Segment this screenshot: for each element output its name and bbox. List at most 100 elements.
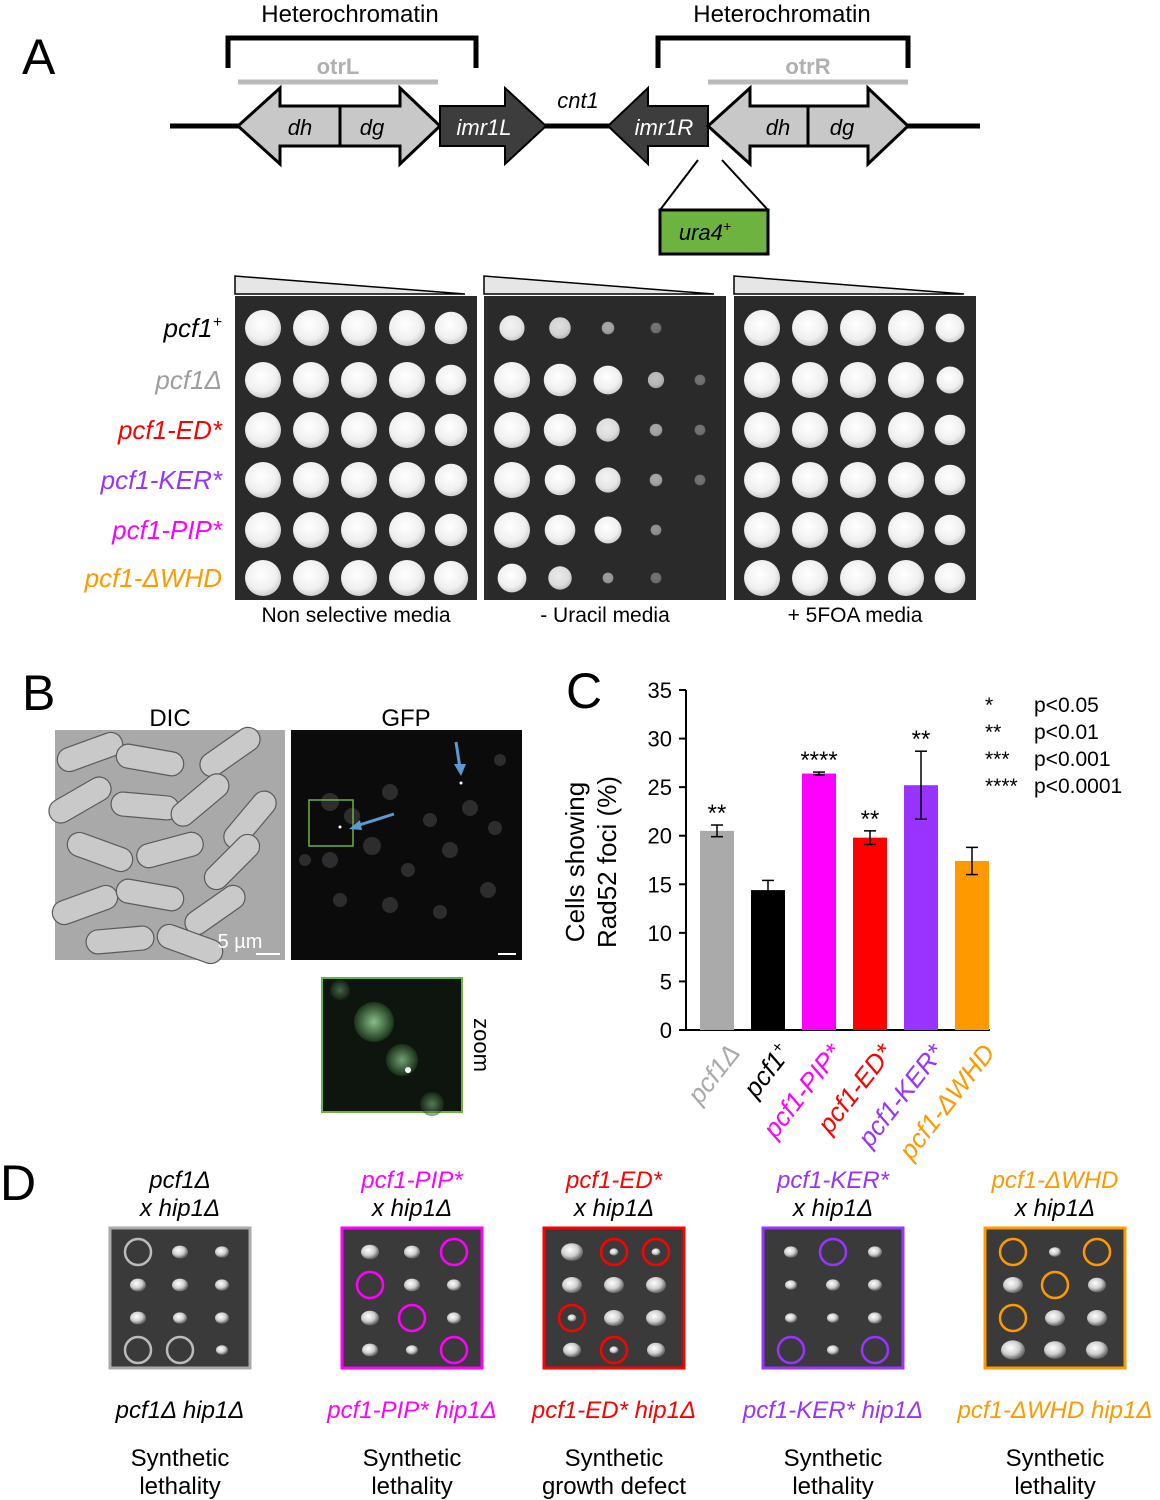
double-mutant-circle [1040,1270,1070,1300]
ura4-marker-box [658,208,770,256]
cross-mutant: pcf1-PIP* [360,1167,463,1194]
dic-image: 5 µm [48,726,285,965]
legend-pvalue: p<0.0001 [1034,775,1122,798]
tetrad-colony [827,1345,839,1355]
bar [700,830,734,1030]
colony-spot [840,310,876,346]
colony-spot [840,362,876,398]
tetrad-colony [404,1278,420,1292]
legend-pvalue: p<0.05 [1034,694,1099,717]
double-mutant-circle [818,1237,848,1267]
tetrad-colony [826,1279,840,1291]
gfp-nucleus [433,905,447,919]
double-mutant-circle [860,1335,890,1365]
panel-letter-c: C [566,663,602,719]
colony-spot [389,462,425,498]
colony-spot [936,366,964,394]
colony-spot [434,311,468,345]
tetrad-colony [785,1280,797,1290]
plate-background [235,296,477,600]
yeast-cell [56,731,124,773]
yeast-cell [115,878,185,912]
significance-mark: ** [708,800,727,827]
heterochromatin-label-right: Heterochromatin [693,1,870,28]
plate-background [484,296,726,600]
dic-label: DIC [149,705,190,732]
colony-spot [596,418,620,442]
legend-pvalue: p<0.01 [1034,721,1099,744]
gfp-nucleus [382,784,398,800]
double-mutant-label: pcf1-KER* hip1Δ [742,1397,923,1424]
ura4-marker-label: ura4+ [679,218,731,245]
colony-spot [434,463,468,497]
colony-spot [744,462,780,498]
yeast-cell [223,790,277,850]
bar [751,890,785,1030]
strain-labels: pcf1+pcf1Δpcf1-ED*pcf1-KER*pcf1-PIP*pcf1… [84,313,223,593]
colony-spot [934,562,966,594]
colony-spot [934,514,966,546]
legend-stars: ** [985,721,1001,744]
colony-spot [434,413,468,447]
media-label: Non selective media [261,604,450,627]
y-tick-label: 35 [648,678,672,703]
tetrad-colony [173,1312,187,1324]
insertion-line-right [721,159,769,211]
panel-c: C Cells showing Rad52 foci (%) 051015202… [560,663,1122,1166]
double-mutant-label: pcf1-ED* hip1Δ [531,1397,696,1424]
tetrad-colony [609,1248,619,1256]
media-labels: Non selective media- Uracil media+ 5FOA … [261,604,922,627]
colony-spot [341,412,377,448]
phenotype-line2: lethality [792,1473,873,1500]
colony-spot [593,365,623,395]
phenotype-line1: Synthetic [363,1445,462,1472]
colony-spot [602,572,614,584]
colony-spot [389,362,425,398]
cross-partner: x hip1Δ [139,1195,220,1222]
phenotype-line2: growth defect [542,1473,686,1500]
tetrad-colony [868,1246,882,1258]
colony-spot [792,412,828,448]
colony-spot [389,412,425,448]
panel-letter-b: B [22,665,55,721]
phenotype-line1: Synthetic [784,1445,883,1472]
tetrad-colony [130,1311,146,1325]
double-mutant-circle [599,1237,629,1267]
tetrad-colony [647,1342,665,1358]
plate-1 [234,275,477,600]
colony-spot [649,423,663,437]
colony-spot [935,313,965,343]
strain-label: pcf1Δ [154,365,222,395]
double-mutant-circle [439,1237,469,1267]
tetrad-colony [567,1314,577,1322]
colony-spot [650,572,662,584]
colony-spot [744,560,780,596]
colony-spot [694,474,706,486]
heterochromatin-label-left: Heterochromatin [261,1,438,28]
cross-mutant: pcf1-ED* [565,1167,663,1194]
colony-spot [293,512,329,548]
tetrad-colony [1001,1340,1025,1360]
dilution-wedge [733,275,965,295]
tetrad-colony [215,1246,229,1258]
colony-spot [792,310,828,346]
yeast-cell [136,831,204,869]
colony-spot [934,414,966,446]
significance-mark: ** [912,726,931,753]
colony-spot [341,462,377,498]
y-tick-label: 5 [660,969,672,994]
colony-spot [744,512,780,548]
colony-spot [245,362,281,398]
double-mutant-circle [123,1237,153,1267]
colony-spot [245,560,281,596]
tetrad-colony [646,1310,666,1326]
yeast-cell [170,773,230,827]
strain-label: pcf1-ED* [117,415,223,445]
significance-legend: *p<0.05**p<0.01***p<0.001****p<0.0001 [985,694,1122,798]
legend-pvalue: p<0.001 [1034,748,1111,771]
tetrad-colony [216,1345,228,1355]
